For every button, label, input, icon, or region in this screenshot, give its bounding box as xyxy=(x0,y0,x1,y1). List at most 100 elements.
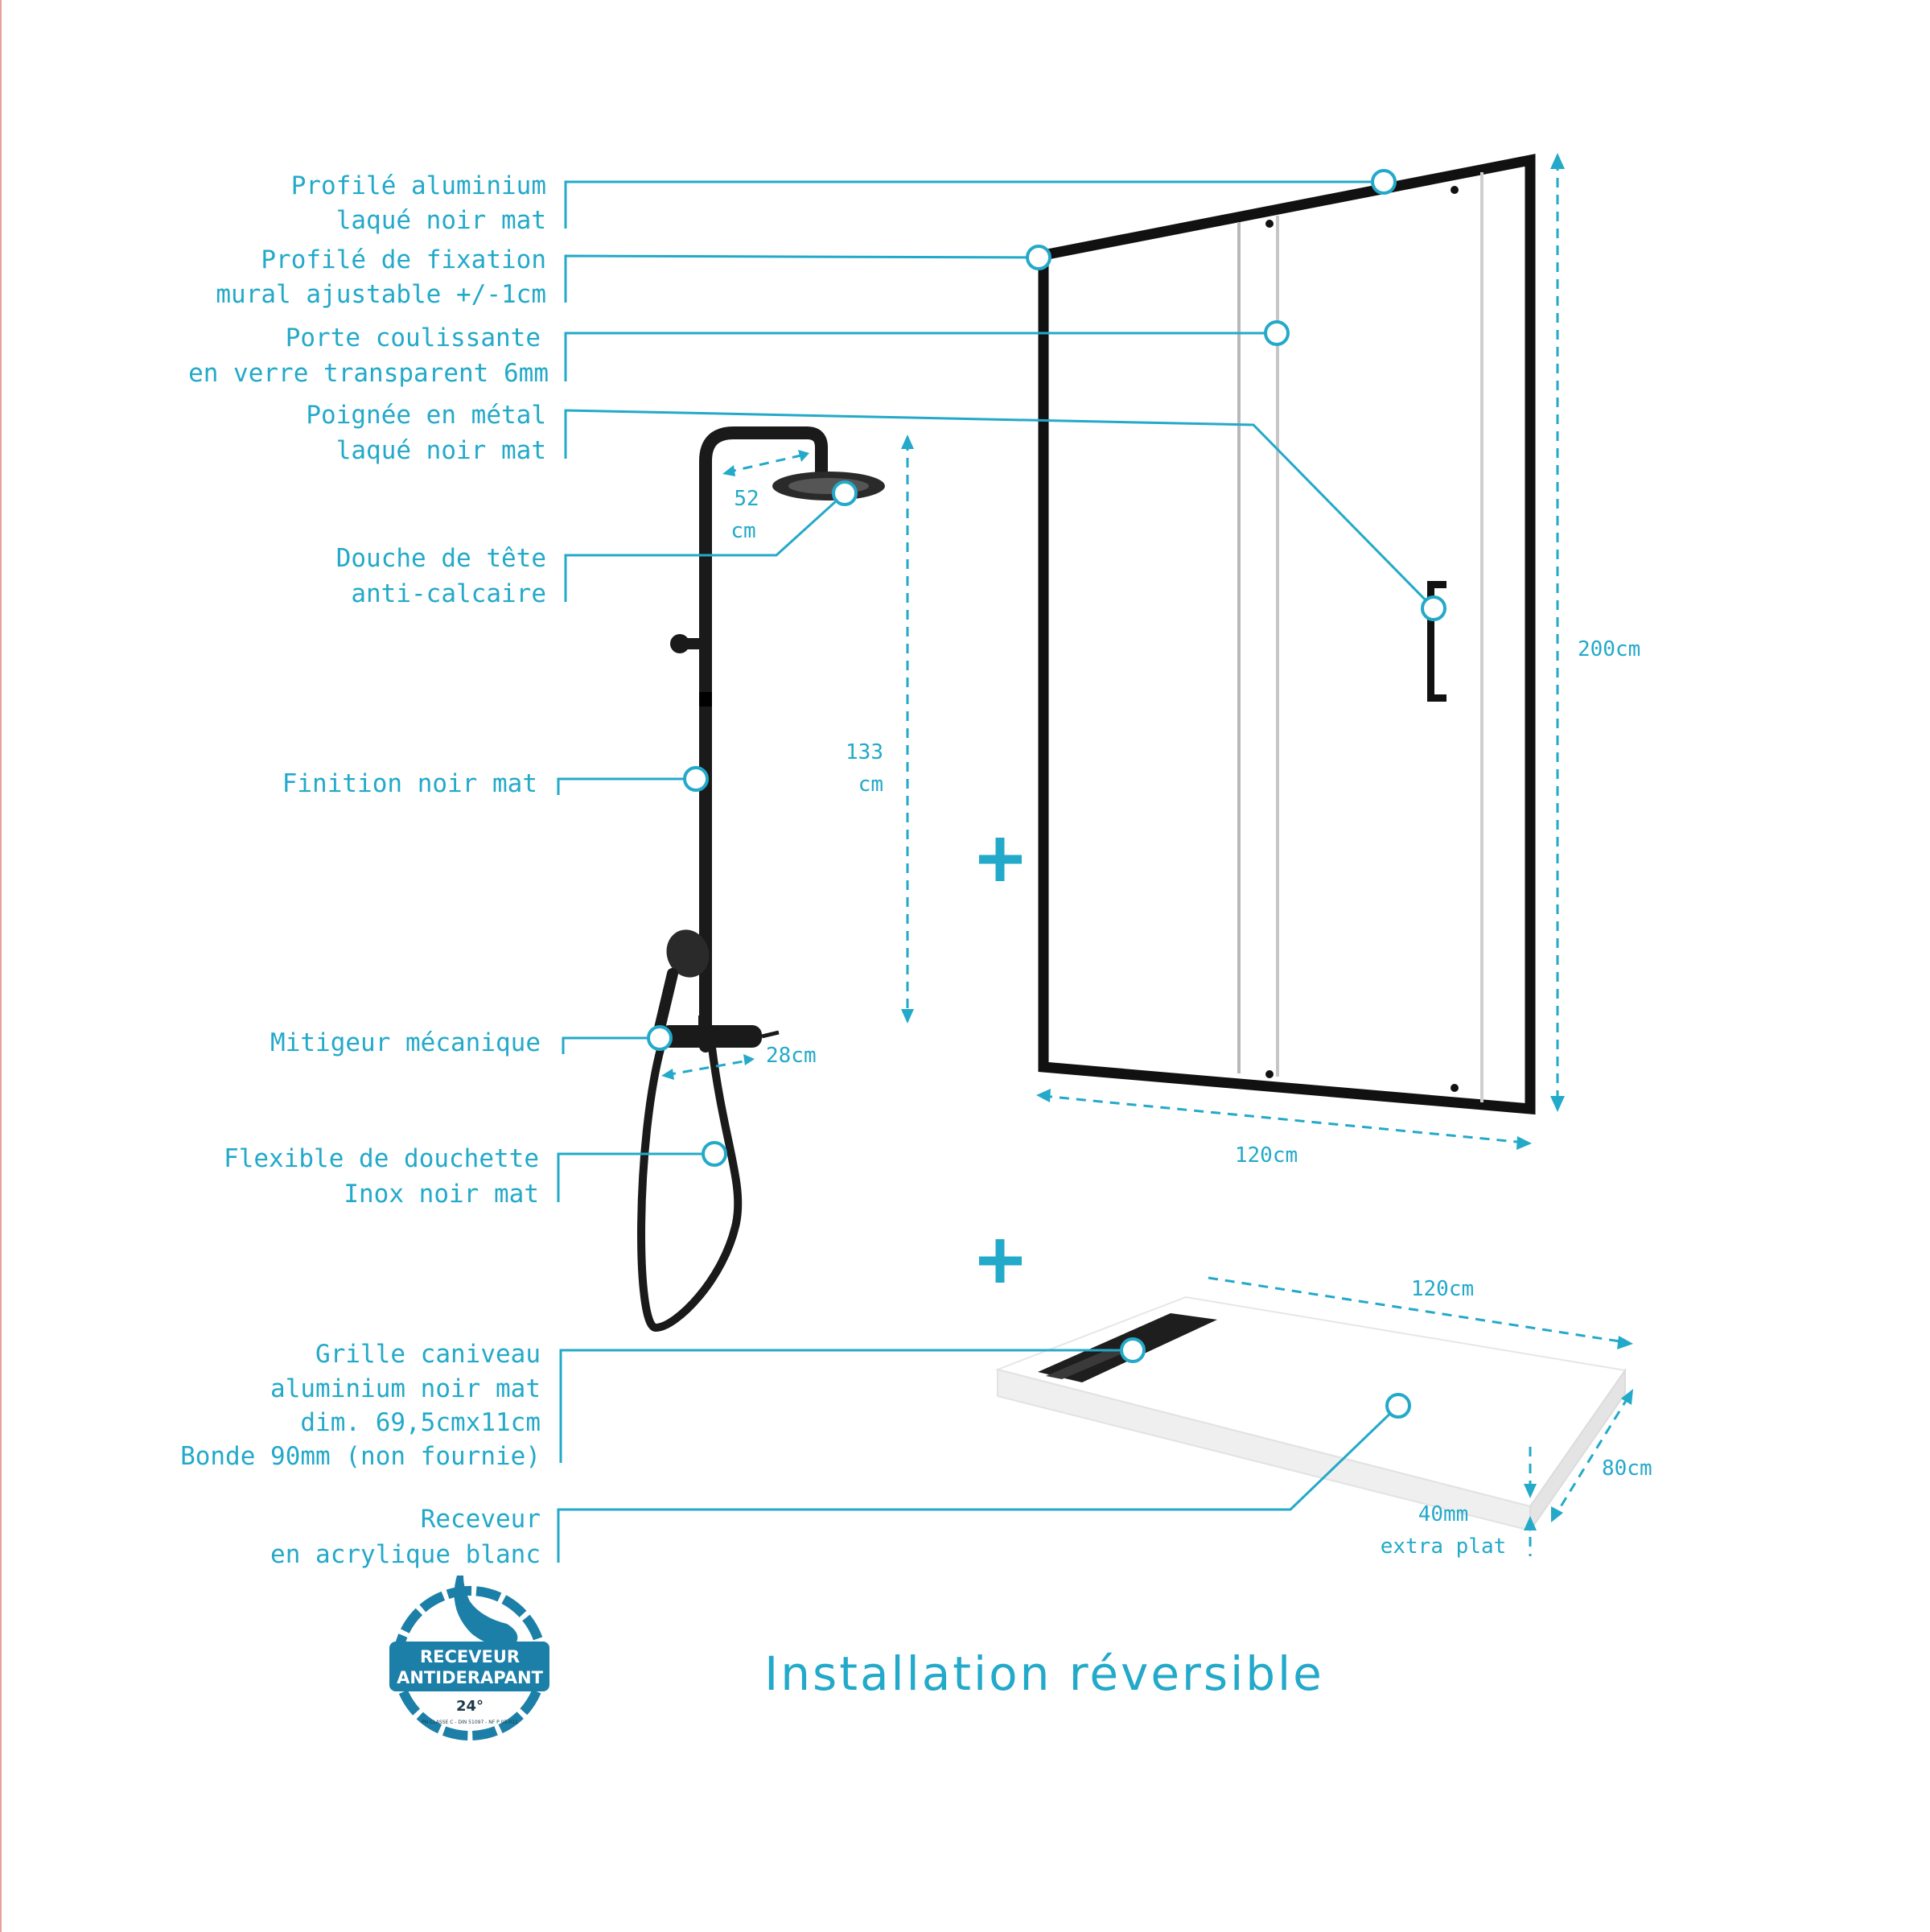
marker-sliding-door xyxy=(1264,320,1290,346)
plus-sign xyxy=(979,1239,1022,1283)
callout-finish-line1: Finition noir mat xyxy=(282,769,537,798)
dim-showerhead-unit: cm xyxy=(730,519,755,543)
leader-tray xyxy=(557,1404,1400,1563)
door-handle-bracket xyxy=(1427,581,1446,588)
marker-finish xyxy=(683,766,709,792)
dim-column-height-value: 133 xyxy=(846,740,883,764)
badge-banner xyxy=(389,1642,549,1691)
shower-hose xyxy=(637,1044,743,1333)
arrow-head xyxy=(1036,1089,1051,1102)
callout-wall-fixing-line1: Profilé de fixation xyxy=(261,245,546,274)
leader-sliding-door xyxy=(564,332,1277,381)
badge-line2: ANTIDERAPANT xyxy=(397,1668,543,1687)
mixer-connector xyxy=(698,1015,711,1030)
door-roller xyxy=(1451,186,1459,194)
callout-profile-aluminium-line2: laqué noir mat xyxy=(336,206,546,235)
callout-wall-fixing-line2: mural ajustable +/-1cm xyxy=(216,280,546,309)
thermostatic-mixer xyxy=(660,1025,762,1048)
arrow-head xyxy=(743,1054,755,1065)
leader-head-shower xyxy=(564,492,846,602)
marker-mixer xyxy=(647,1025,673,1051)
dim-line-mixer xyxy=(665,1059,749,1077)
mixer-lever xyxy=(761,1030,780,1039)
arrow-head xyxy=(1550,153,1565,169)
dim-line-tray-depth xyxy=(1554,1396,1630,1515)
door-handle xyxy=(1427,581,1434,702)
callout-sliding-door-line2: en verre transparent 6mm xyxy=(188,359,549,388)
hand-shower-grip xyxy=(652,968,678,1040)
dim-line-tray-length xyxy=(1208,1276,1626,1344)
arrow-head xyxy=(1516,1136,1532,1150)
arrow-head xyxy=(1524,1516,1537,1530)
dim-line-showerhead xyxy=(726,453,805,474)
callout-leaders xyxy=(557,180,1435,1563)
column-pipe xyxy=(699,426,828,1053)
callout-head-shower-line1: Douche de tête xyxy=(336,544,546,573)
leader-hose xyxy=(557,1152,714,1202)
dim-tray-height-note: extra plat xyxy=(1381,1534,1507,1559)
marker-drain-grille xyxy=(1120,1337,1146,1363)
anti-slip-badge: RECEVEUR ANTIDERAPANT 24° PN CLASSE C - … xyxy=(389,1576,549,1740)
shower-door-illustration xyxy=(1038,154,1536,1115)
badge-line1: RECEVEUR xyxy=(420,1647,520,1666)
arrow-head xyxy=(1621,1389,1633,1405)
callout-hose-line1: Flexible de douchette xyxy=(224,1144,539,1173)
dim-door-height: 200cm xyxy=(1578,637,1640,661)
callout-head-shower-line2: anti-calcaire xyxy=(351,579,546,608)
arrow-head xyxy=(1551,1506,1563,1522)
dim-door-width: 120cm xyxy=(1235,1143,1298,1168)
callout-markers xyxy=(647,169,1446,1419)
arrow-head xyxy=(1524,1484,1537,1498)
page-title: Installation réversible xyxy=(764,1646,1324,1701)
leader-mixer xyxy=(562,1036,659,1054)
callout-handle-line1: Poignée en métal xyxy=(306,401,546,430)
door-roller xyxy=(1265,1070,1274,1078)
callout-drain-grille-line3: dim. 69,5cmx11cm xyxy=(300,1408,541,1437)
dim-showerhead-value: 52 xyxy=(734,487,759,511)
marker-tray xyxy=(1385,1393,1411,1419)
dim-mixer-width: 28cm xyxy=(766,1044,817,1068)
callout-drain-grille-line2: aluminium noir mat xyxy=(270,1374,541,1403)
hand-shower xyxy=(666,929,710,978)
dim-tray-depth: 80cm xyxy=(1602,1456,1652,1481)
arrow-head xyxy=(901,1009,914,1024)
marker-profile-aluminium xyxy=(1371,169,1397,195)
badge-small-text: PN CLASSE C - DIN 51097 - NF P 05-011 xyxy=(422,1720,518,1725)
wall-bracket-arm xyxy=(680,638,704,649)
leader-profile-aluminium xyxy=(564,180,1384,229)
leader-finish xyxy=(557,777,696,795)
callout-handle-line2: laqué noir mat xyxy=(336,436,546,465)
plus-sign xyxy=(979,838,1022,881)
dimension-labels: 52 cm 133 cm 28cm 200cm 120cm 120cm 80cm… xyxy=(730,487,1652,1559)
door-roller xyxy=(1265,220,1274,228)
callout-mixer-line1: Mitigeur mécanique xyxy=(270,1028,541,1057)
marker-head-shower xyxy=(832,480,858,506)
arrow-head xyxy=(901,435,914,449)
callout-tray-line1: Receveur xyxy=(421,1505,541,1534)
marker-hose xyxy=(702,1141,727,1167)
door-handle-bracket xyxy=(1427,694,1446,702)
leader-handle xyxy=(564,409,1435,610)
dim-tray-length: 120cm xyxy=(1411,1277,1474,1301)
door-frame xyxy=(1038,154,1536,1115)
arrow-head xyxy=(1550,1096,1565,1112)
dim-line-door-width xyxy=(1042,1094,1526,1144)
drain-grille-slot xyxy=(1046,1349,1126,1379)
door-roller xyxy=(1451,1084,1459,1092)
arrow-head xyxy=(1617,1336,1633,1349)
arrow-head xyxy=(798,450,809,462)
arrow-head xyxy=(661,1069,674,1080)
badge-degree: 24° xyxy=(456,1698,484,1715)
callout-drain-grille-line4: Bonde 90mm (non fournie) xyxy=(180,1442,541,1471)
arrow-head xyxy=(722,465,735,476)
foot-icon xyxy=(454,1576,518,1646)
callout-sliding-door-line1: Porte coulissante xyxy=(286,323,541,352)
dim-tray-height-value: 40mm xyxy=(1418,1502,1469,1526)
leader-wall-fixing xyxy=(564,254,1039,303)
callout-hose-line2: Inox noir mat xyxy=(344,1180,539,1209)
column-sleeve xyxy=(699,692,712,706)
callout-drain-grille-line1: Grille caniveau xyxy=(315,1340,541,1369)
marker-wall-fixing xyxy=(1026,245,1051,270)
callout-profile-aluminium-line1: Profilé aluminium xyxy=(291,171,546,200)
